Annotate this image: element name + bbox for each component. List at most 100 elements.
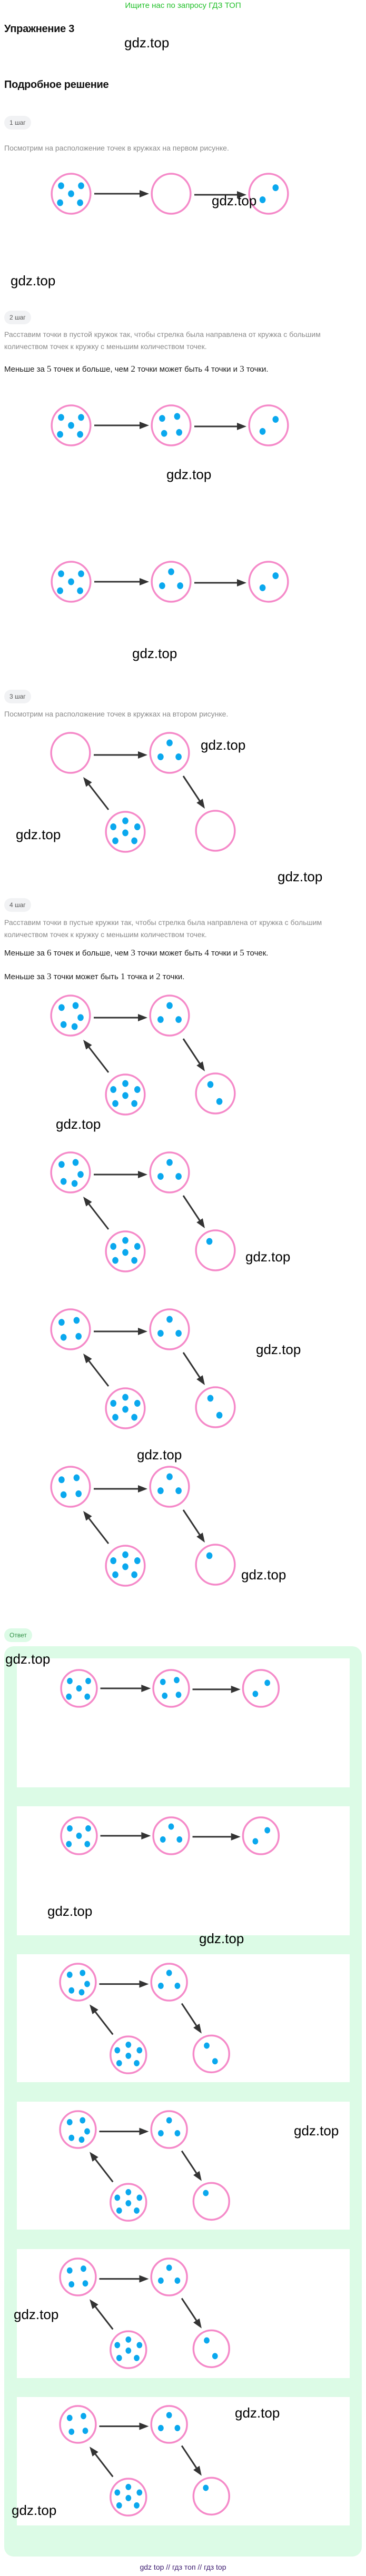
watermark: gdz.top [166,466,212,482]
circle [248,173,289,215]
dot [272,416,279,423]
dot [81,2413,86,2420]
arrow-head [140,422,149,429]
dot [122,1406,128,1413]
dot [110,823,117,830]
arrow-line [88,1360,110,1387]
dot [216,1098,223,1105]
dot [68,2134,75,2141]
step-4-conclusion-2: Меньше за 3 точки может быть 1 точка и 2… [4,971,185,981]
dot [66,2267,73,2274]
dot [110,1400,117,1407]
circle [195,1229,236,1271]
circle [242,1816,280,1855]
circle [192,2182,230,2221]
arrow-head [138,1328,147,1335]
watermark: gdz.top [245,1249,291,1265]
circle [50,1466,91,1508]
dot [77,587,83,594]
arrow-line [182,1509,201,1535]
dot [75,1490,82,1497]
dot [160,1836,166,1843]
dot [60,1491,67,1498]
circle [195,810,236,852]
dot [112,1100,118,1107]
dot [203,2190,209,2196]
dot [84,1841,91,1847]
circle [192,2329,230,2369]
dot [166,739,173,747]
arrow-head [83,1511,92,1521]
dot [57,587,63,594]
diagram-answer-4 [59,2110,230,2222]
diagram-step4-d [50,1466,236,1587]
dot [175,1173,182,1180]
circle [59,1963,97,2002]
dot [58,1476,65,1484]
dot [80,1970,86,1976]
diagram-answer-1 [60,1669,280,1708]
dot [125,2483,132,2490]
arrow-line [88,1047,110,1073]
arrow-head [138,1171,147,1178]
dot [264,1827,270,1834]
watermark: gdz.top [14,2306,59,2322]
dot [66,1972,73,1978]
dot [112,837,118,844]
circle [195,1072,236,1115]
footer-links[interactable]: gdz top // гдз топ // гдз top [140,2563,226,2571]
dot [58,1004,65,1011]
step-3-text: Посмотрим на расположение точек в кружка… [4,710,229,718]
watermark: gdz.top [132,645,177,661]
dot [134,1086,141,1093]
dot [134,2502,140,2509]
dot [73,1474,80,1481]
dot [166,2412,172,2419]
circle [59,2110,97,2149]
step-1-text: Посмотрим на расположение точек в кружка… [4,144,229,152]
dot [175,753,182,761]
dot [77,1014,84,1021]
dot [77,199,83,206]
dot [160,1678,166,1685]
circle [195,1544,236,1586]
watermark: gdz.top [199,1931,244,1946]
diagram-step3 [50,732,236,853]
arrow-head [141,1685,151,1692]
arrow-head [193,2171,202,2181]
dot [131,1100,137,1107]
arrow-line [94,2306,114,2330]
dot [84,1693,91,1700]
dot [175,1692,182,1698]
dot [112,1414,118,1421]
dot [58,414,64,421]
dot [58,1161,65,1168]
step-4-conclusion: Меньше за 6 точек и больше, чем 3 точки … [4,948,269,958]
dot [116,2502,122,2509]
diagram-answer-2 [60,1816,280,1855]
dot [60,1334,67,1341]
dot [68,422,74,429]
dot [84,2128,90,2135]
arrow-head [141,1832,151,1839]
arrow-head [196,1061,205,1071]
dot [66,1841,72,1847]
dot [212,2353,218,2360]
dot [174,2425,181,2431]
arrow-head [90,2004,98,2014]
watermark: gdz.top [5,1651,51,1667]
arrow-line [182,1195,201,1221]
arrow-head [193,2023,202,2034]
circle [150,2257,188,2296]
arrow-head [139,2127,149,2135]
arrow-head [90,2446,98,2456]
dot [157,1173,164,1180]
section-title: Подробное решение [4,79,109,91]
dot [207,1081,214,1088]
promo-banner[interactable]: Ищите нас по запросу ГДЗ ТОП [125,1,241,10]
circle [248,561,289,603]
dot [174,2277,181,2284]
dot [57,431,63,438]
step-badge-1: 1 шаг [4,116,31,130]
arrow-line [181,2445,197,2469]
